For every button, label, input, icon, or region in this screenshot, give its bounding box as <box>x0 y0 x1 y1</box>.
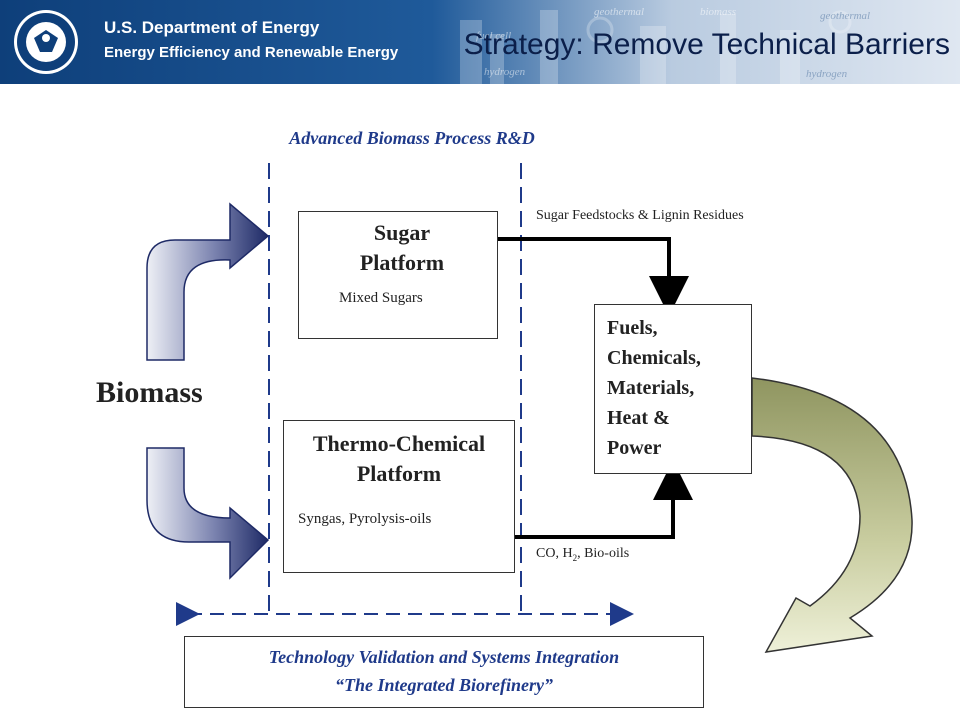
cycle-return-arrow <box>751 377 913 653</box>
co-label-subscript: 2 <box>572 552 578 563</box>
fuels-line: Materials, <box>607 377 695 399</box>
background-skyline <box>460 10 852 84</box>
doe-seal-logo <box>14 10 78 74</box>
co-h2-biooils-label: CO, H2, Bio-oils <box>536 546 629 563</box>
biomass-down-arrow <box>146 447 270 580</box>
thermo-platform-title-line1: Thermo-Chemical <box>312 431 486 456</box>
rd-title: Advanced Biomass Process R&D <box>289 128 535 148</box>
biomass-up-arrow <box>146 202 270 361</box>
fuels-line: Heat & <box>607 407 670 429</box>
background-word: fuel cell <box>476 30 512 42</box>
thermo-platform-title-line2: Platform <box>356 461 442 486</box>
sugar-platform-title-line1: Sugar <box>373 220 431 245</box>
header-banner: geothermal biomass fuel cell hydrogen ge… <box>0 0 960 84</box>
sugar-platform-title-line2: Platform <box>359 250 445 275</box>
thermo-chemical-platform-box: Thermo-Chemical Platform Syngas, Pyrolys… <box>283 420 515 573</box>
slide-title: Strategy: Remove Technical Barriers <box>463 28 950 61</box>
org-name: U.S. Department of Energy <box>104 18 320 37</box>
co-label-prefix: CO, H <box>536 546 573 561</box>
sugar-to-fuels-connector <box>497 237 689 316</box>
fuels-line: Chemicals, <box>607 347 701 369</box>
fuels-line: Power <box>607 437 662 459</box>
fuels-chemicals-box: Fuels, Chemicals, Materials, Heat & Powe… <box>594 304 752 474</box>
background-word: hydrogen <box>484 66 526 78</box>
background-word: biomass <box>700 6 737 18</box>
co-label-suffix: , Bio-oils <box>577 546 630 561</box>
fuels-line: Fuels, <box>607 317 658 339</box>
syngas-label: Syngas, Pyrolysis-oils <box>298 511 432 527</box>
org-division: Energy Efficiency and Renewable Energy <box>104 44 399 61</box>
mixed-sugars-label: Mixed Sugars <box>339 290 423 306</box>
background-word: hydrogen <box>806 68 848 80</box>
background-word: geothermal <box>594 6 645 18</box>
thermo-to-fuels-connector <box>513 460 693 539</box>
tech-validation-line2: “The Integrated Biorefinery” <box>335 675 553 695</box>
biomass-label: Biomass <box>96 376 203 409</box>
sugar-feedstocks-label: Sugar Feedstocks & Lignin Residues <box>536 208 744 223</box>
sugar-platform-box: Sugar Platform Mixed Sugars <box>298 211 498 339</box>
tech-validation-line1: Technology Validation and Systems Integr… <box>268 647 620 667</box>
technology-validation-box: Technology Validation and Systems Integr… <box>184 636 704 708</box>
background-word: geothermal <box>820 10 871 22</box>
fuels-list: Fuels, Chemicals, Materials, Heat & Powe… <box>607 313 701 463</box>
